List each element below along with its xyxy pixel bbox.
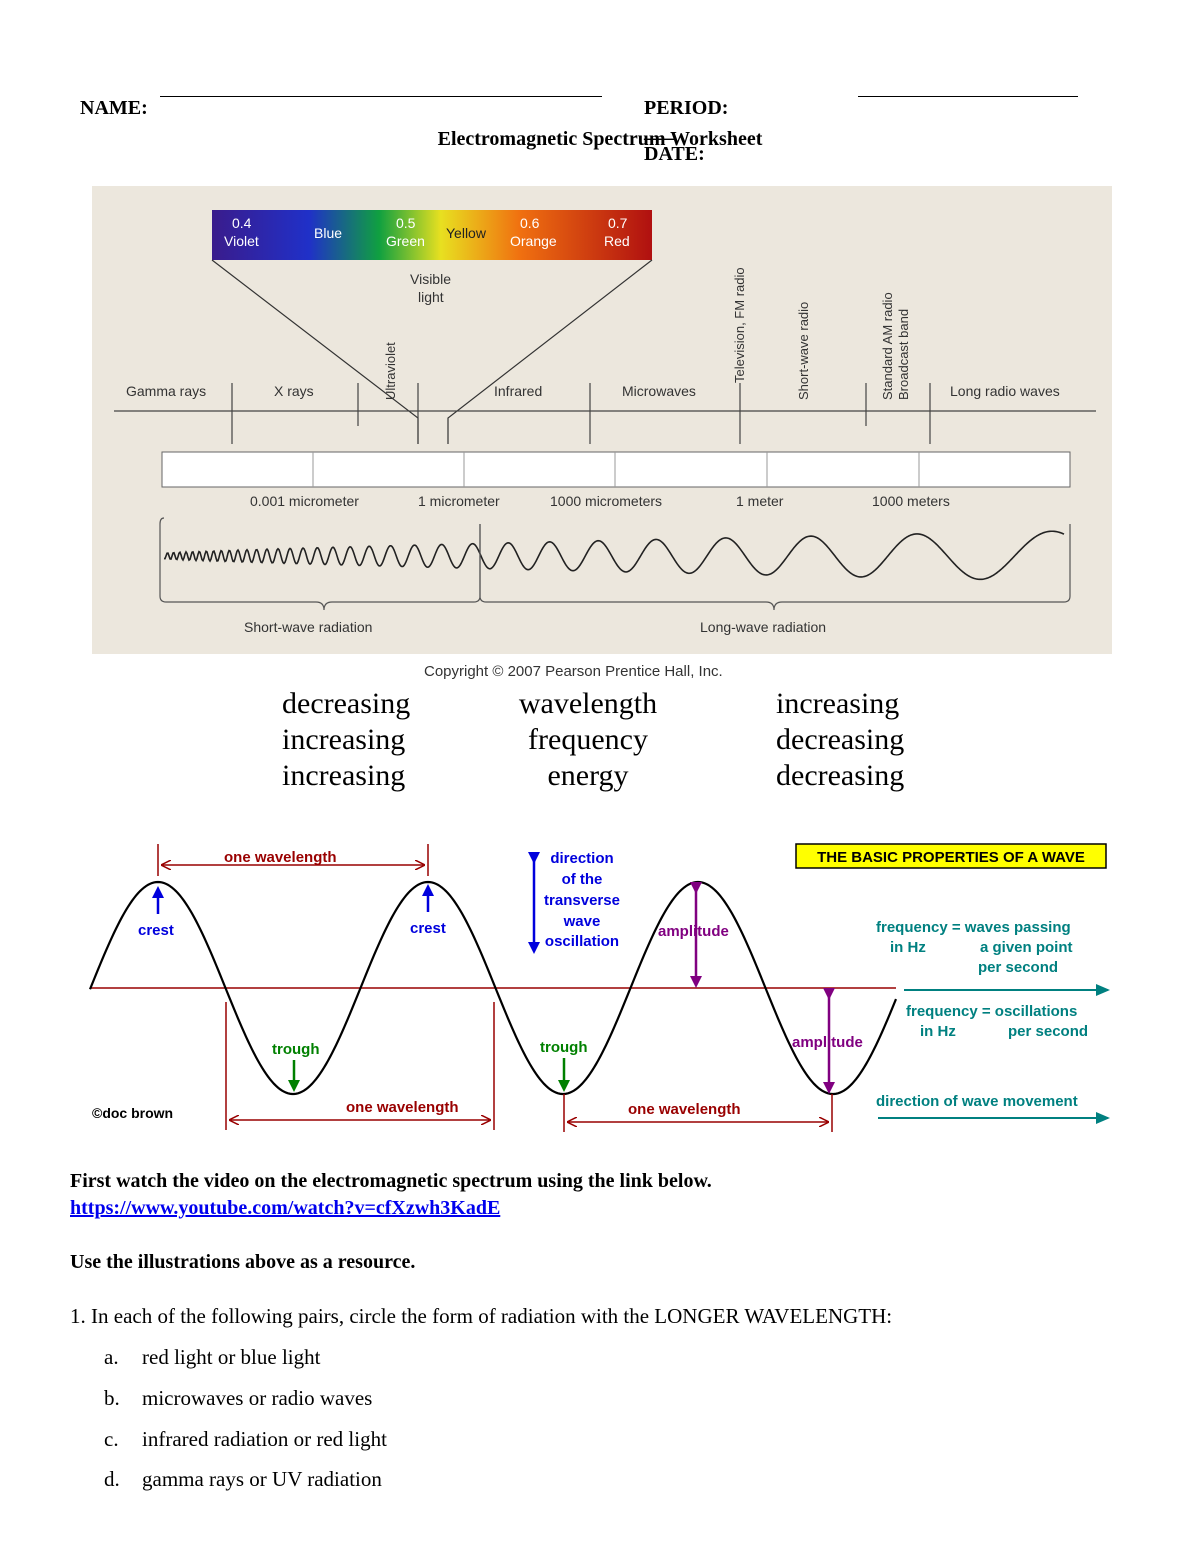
freq1-persecond: per second — [978, 959, 1058, 976]
trend-right-3: decreasing — [776, 759, 905, 792]
gamma-label: Gamma rays — [126, 383, 206, 399]
ultraviolet-label: Ultraviolet — [383, 342, 398, 400]
option-d-text: gamma rays or UV radiation — [142, 1467, 382, 1491]
video-link[interactable]: https://www.youtube.com/watch?v=cfXzwh3K… — [70, 1197, 501, 1219]
tick-0-4: 0.4 — [232, 215, 252, 231]
trend-wavelength: wavelength — [518, 687, 658, 720]
freq2-hz: in Hz — [920, 1023, 956, 1040]
shortwave-radiation-label: Short-wave radiation — [244, 619, 372, 635]
amplitude-label-2: amplitude — [792, 1034, 863, 1051]
date-label: DATE: — [644, 143, 705, 165]
option-d-letter: d. — [104, 1467, 120, 1491]
color-orange: Orange — [510, 233, 557, 249]
trough-label-2: trough — [540, 1039, 587, 1056]
name-blank — [160, 96, 602, 97]
tick-0-5: 0.5 — [396, 215, 416, 231]
option-b-text: microwaves or radio waves — [142, 1386, 373, 1410]
visible-color-bar — [212, 210, 652, 260]
amplitude-label-1: amplitude — [658, 923, 729, 940]
wave-properties-diagram: one wavelength crest crest trough trough… — [88, 843, 1110, 1132]
resource-instruction: Use the illustrations above as a resourc… — [70, 1251, 416, 1273]
crest-label-1: crest — [138, 922, 174, 939]
am-radio-label: Standard AM radio — [880, 292, 895, 400]
scale-1000um: 1000 micrometers — [550, 493, 662, 509]
period-label: PERIOD: — [644, 97, 729, 119]
wave-movement-label: direction of wave movement — [876, 1093, 1078, 1110]
period-blank: ___ — [644, 120, 674, 142]
wave-title-box — [795, 843, 1107, 869]
wave-title: THE BASIC PROPERTIES OF A WAVE — [817, 849, 1085, 866]
color-violet: Violet — [224, 233, 259, 249]
wavelength-label-bottom-2: one wavelength — [628, 1101, 741, 1118]
color-yellow: Yellow — [446, 225, 487, 241]
period-field[interactable]: PERIOD: ___ DATE: — [634, 74, 728, 166]
scale-1m: 1 meter — [736, 493, 784, 509]
option-a[interactable]: a. red light or blue light — [104, 1345, 320, 1370]
microwaves-label: Microwaves — [622, 383, 696, 399]
osc-line-5: oscillation — [545, 933, 619, 950]
wavelength-label-bottom-1: one wavelength — [346, 1099, 459, 1116]
freq2-line1: frequency = oscillations — [906, 1003, 1077, 1020]
broadcast-label: Broadcast band — [896, 309, 911, 400]
osc-line-1: direction — [550, 850, 613, 867]
crest-label-2: crest — [410, 920, 446, 937]
scale-1000m: 1000 meters — [872, 493, 950, 509]
osc-line-2: of the — [562, 871, 603, 888]
longwave-radiation-label: Long-wave radiation — [700, 619, 826, 635]
scale-0-001um: 0.001 micrometer — [250, 493, 359, 509]
color-green: Green — [386, 233, 425, 249]
trend-left-2: increasing — [282, 723, 406, 756]
trend-left-3: increasing — [282, 759, 406, 792]
option-a-letter: a. — [104, 1345, 119, 1369]
scale-1um: 1 micrometer — [418, 493, 500, 509]
transverse-wave — [88, 880, 898, 1096]
color-blue: Blue — [314, 225, 342, 241]
option-c-text: infrared radiation or red light — [142, 1427, 387, 1451]
name-label: NAME: — [80, 97, 148, 119]
spectrum-diagram: 0.4 Violet Blue 0.5 Green 0.6 Orange 0.7… — [84, 180, 1116, 684]
osc-line-3: transverse — [544, 892, 620, 909]
tick-0-7: 0.7 — [608, 215, 628, 231]
spectrum-background — [92, 186, 1112, 654]
trend-energy: energy — [547, 759, 629, 792]
wavelength-label-top: one wavelength — [224, 849, 337, 866]
worksheet-title: Electromagnetic Spectrum Worksheet — [437, 128, 763, 150]
color-red: Red — [604, 233, 630, 249]
xrays-label: X rays — [274, 383, 314, 399]
watch-instruction: First watch the video on the electromagn… — [70, 1170, 712, 1192]
trend-frequency: frequency — [528, 723, 648, 756]
shortwave-label: Short-wave radio — [796, 302, 811, 400]
trend-middle-column: wavelength frequency energy — [500, 686, 676, 794]
trend-left-column: decreasing increasing increasing — [282, 686, 410, 794]
tick-0-6: 0.6 — [520, 215, 540, 231]
freq1-hz: in Hz — [890, 939, 926, 956]
osc-line-4: wave — [563, 913, 601, 930]
credit-text: ©doc brown — [92, 1105, 173, 1121]
trend-right-2: decreasing — [776, 723, 905, 756]
freq2-persecond: per second — [1008, 1023, 1088, 1040]
option-a-text: red light or blue light — [142, 1345, 321, 1369]
name-field[interactable]: NAME: — [70, 74, 148, 120]
copyright-text: Copyright © 2007 Pearson Prentice Hall, … — [424, 663, 723, 680]
date-blank — [858, 96, 1078, 97]
spectrum-wave — [163, 530, 1065, 581]
option-b-letter: b. — [104, 1386, 120, 1410]
option-d[interactable]: d. gamma rays or UV radiation — [104, 1467, 382, 1492]
trough-label-1: trough — [272, 1041, 319, 1058]
trend-right-1: increasing — [776, 687, 900, 720]
infrared-label: Infrared — [494, 383, 542, 399]
light-label: light — [418, 289, 444, 305]
visible-label: Visible — [410, 271, 451, 287]
trend-left-1: decreasing — [282, 687, 411, 720]
tv-fm-label: Television, FM radio — [732, 267, 747, 383]
longradio-label: Long radio waves — [950, 383, 1060, 399]
option-b[interactable]: b. microwaves or radio waves — [104, 1386, 372, 1411]
freq1-line1: frequency = waves passing — [876, 919, 1071, 936]
option-c-letter: c. — [104, 1427, 119, 1451]
question-1: 1. In each of the following pairs, circl… — [70, 1304, 893, 1328]
trend-right-column: increasing decreasing decreasing — [776, 686, 904, 794]
option-c[interactable]: c. infrared radiation or red light — [104, 1427, 387, 1452]
freq1-point: a given point — [980, 939, 1073, 956]
